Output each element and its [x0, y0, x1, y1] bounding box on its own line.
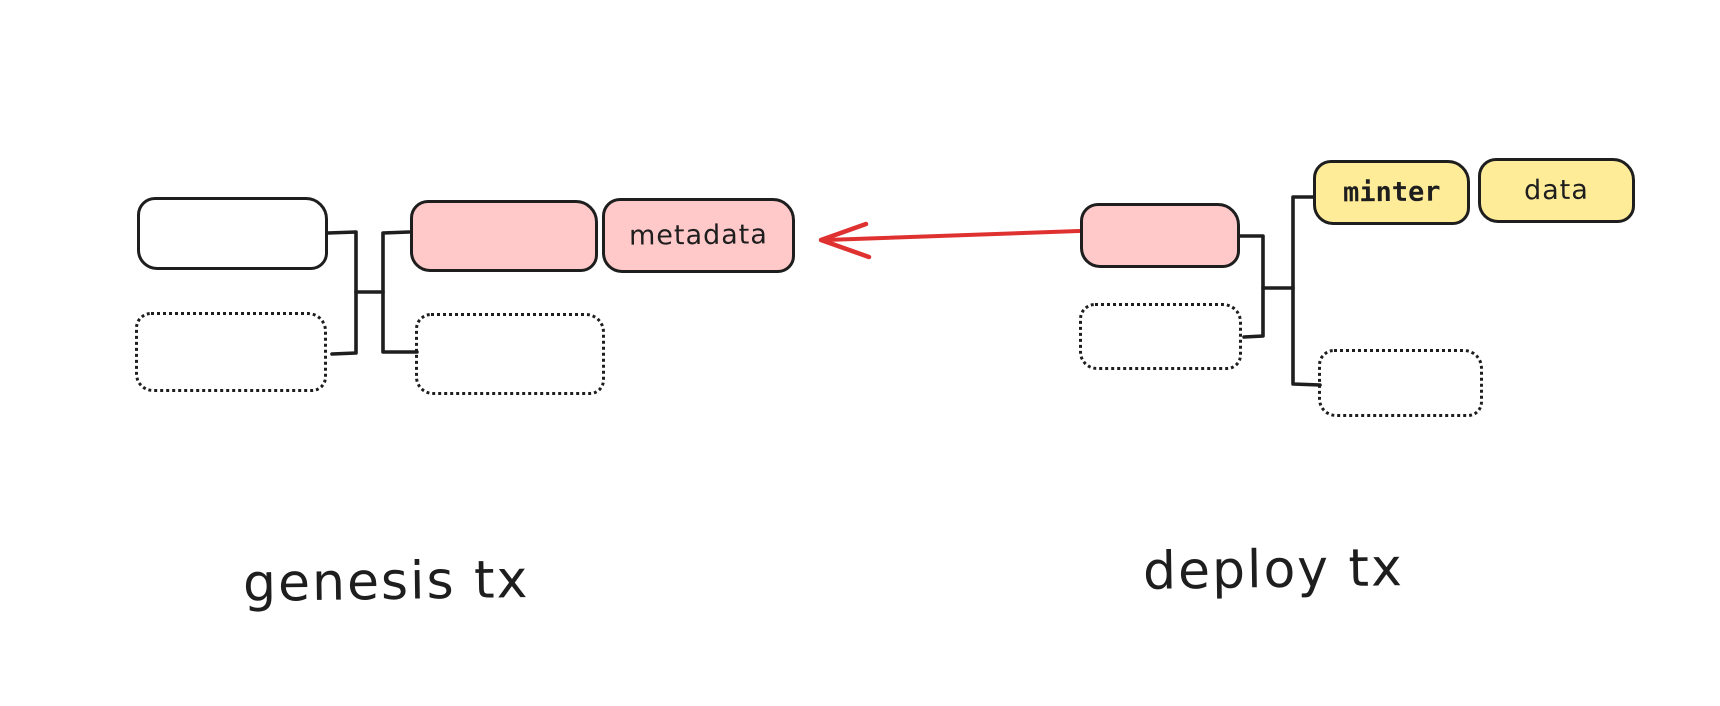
data-box-label: data [1523, 174, 1590, 207]
genesis-output-box[interactable] [410, 200, 598, 272]
deploy-output-placeholder-box[interactable] [1318, 349, 1483, 417]
deploy-main-branch-line[interactable] [1291, 195, 1322, 387]
arrow-head[interactable] [818, 221, 872, 260]
genesis-metadata-box[interactable]: metadata [602, 198, 795, 273]
deploy-inner-bracket-line[interactable] [1238, 234, 1265, 339]
deploy-minter-box[interactable]: minter [1313, 160, 1470, 225]
arrow-shaft[interactable] [824, 229, 1081, 242]
genesis-input-placeholder-box[interactable] [135, 312, 327, 392]
minter-box-label: minter [1342, 176, 1441, 209]
metadata-reference-arrow[interactable] [818, 221, 1081, 260]
deploy-input-placeholder-box[interactable] [1079, 303, 1242, 370]
deploy-data-box[interactable]: data [1478, 158, 1635, 223]
genesis-output-placeholder-box[interactable] [415, 313, 605, 395]
deploy-caption[interactable]: deploy tx [1142, 538, 1405, 602]
genesis-left-bracket-line[interactable] [326, 230, 358, 356]
genesis-input-box[interactable] [137, 197, 328, 270]
deploy-input-box[interactable] [1080, 203, 1240, 268]
genesis-caption[interactable]: genesis tx [242, 550, 530, 614]
metadata-box-label: metadata [628, 219, 769, 252]
